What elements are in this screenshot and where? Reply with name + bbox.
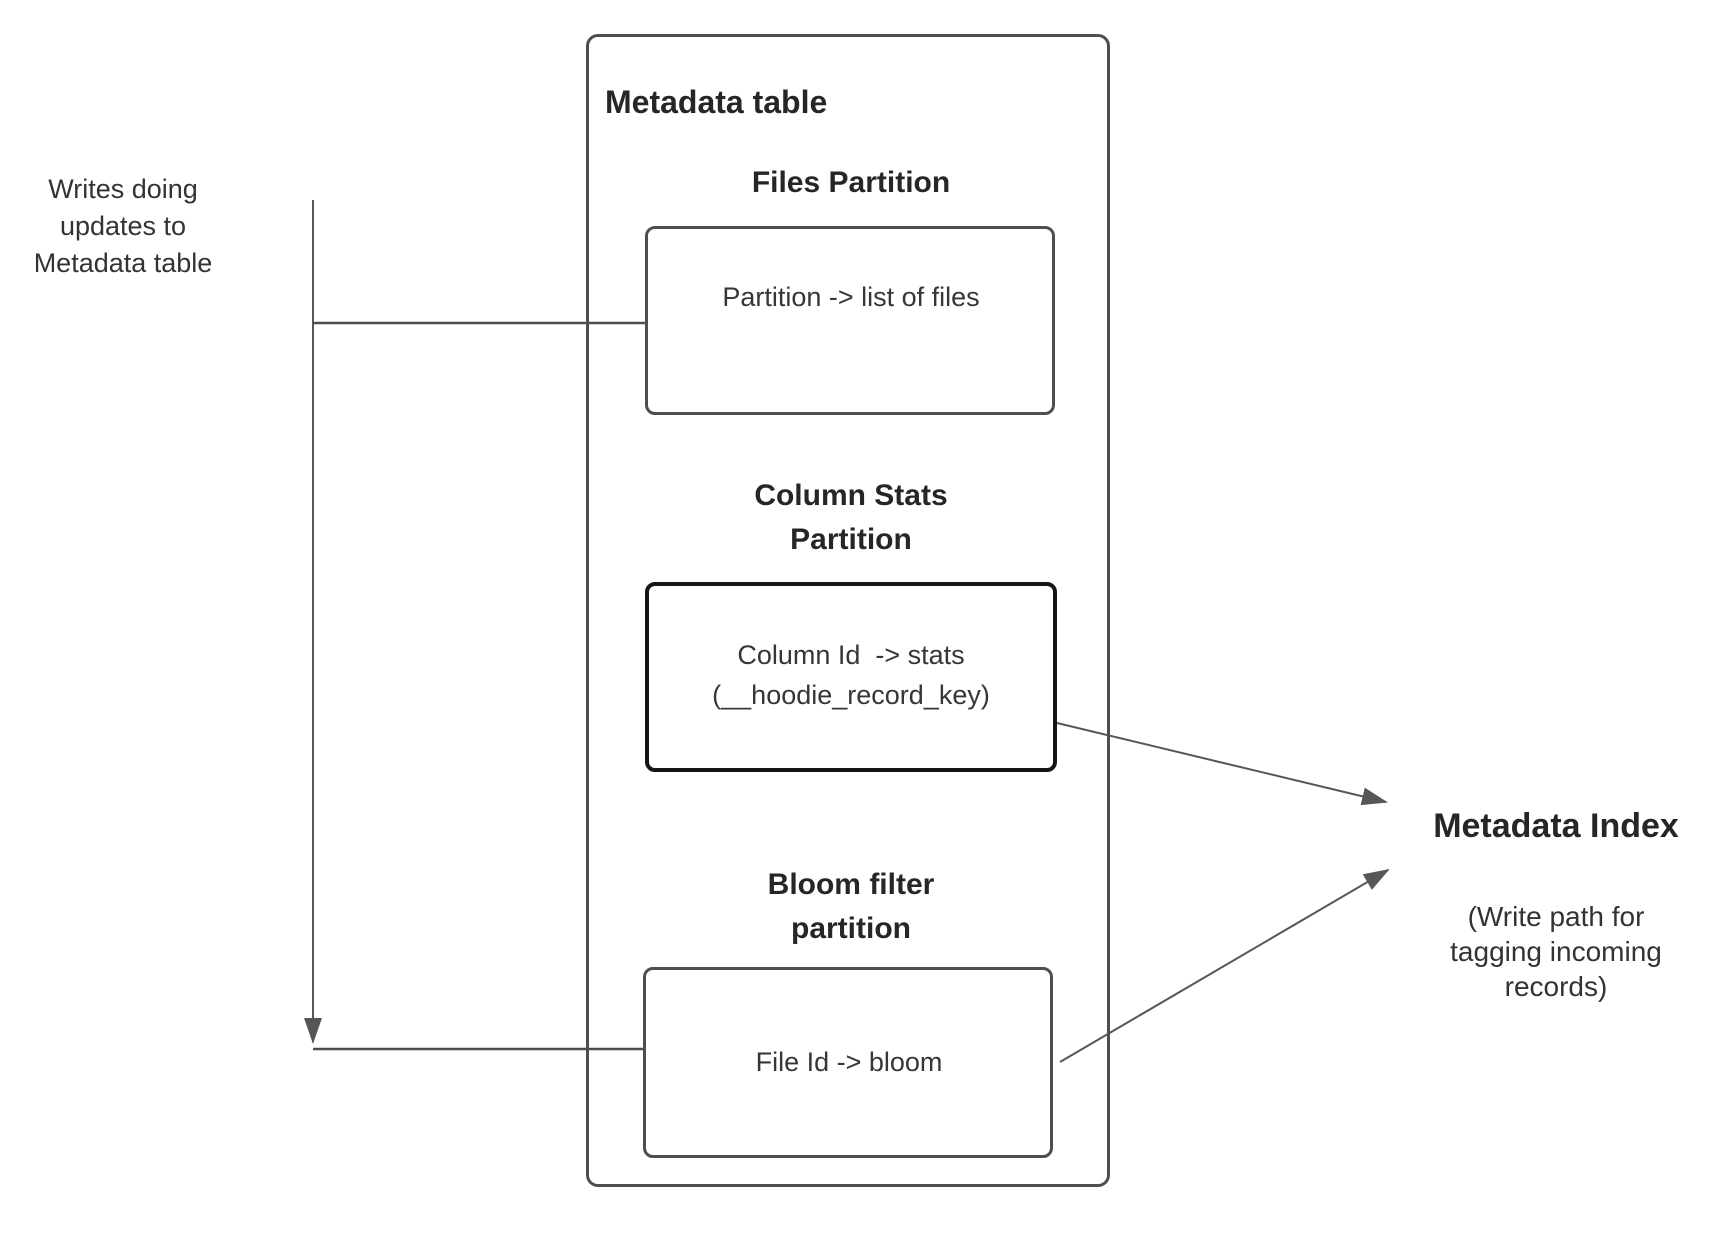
column-stats-box <box>645 582 1057 772</box>
metadata-table-box <box>586 34 1110 1187</box>
bloom-filter-mapping: File Id -> bloom <box>755 1047 943 1077</box>
files-partition-mapping: Partition -> list of files <box>722 282 980 312</box>
bloom-filter-heading: Bloom filter partition <box>767 868 935 945</box>
metadata-index-subtitle: (Write path for tagging incoming records… <box>1450 901 1662 1002</box>
metadata-index-title: Metadata Index <box>1433 807 1679 845</box>
files-partition-heading: Files Partition <box>751 166 951 199</box>
metadata-table-title: Metadata table <box>605 84 828 120</box>
files-partition-box <box>645 226 1055 415</box>
column-stats-heading: Column Stats Partition <box>754 479 948 556</box>
column-stats-mapping: Column Id -> stats (__hoodie_record_key) <box>712 640 990 710</box>
bloom-filter-box <box>643 967 1053 1158</box>
writes-note: Writes doing updates to Metadata table <box>33 174 213 278</box>
